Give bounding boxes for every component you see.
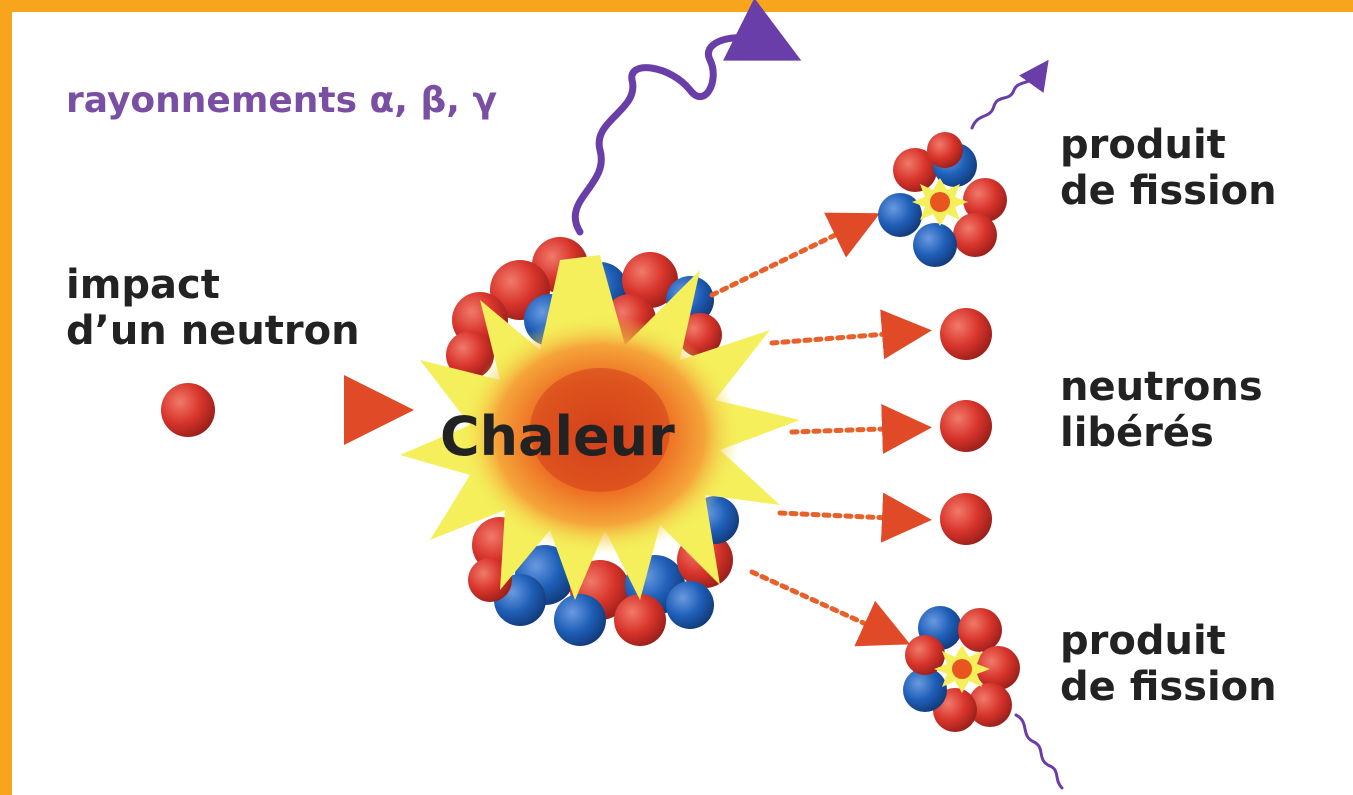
released-neutron-3-icon: [940, 493, 992, 545]
radiation-label: rayonnements α, β, γ: [66, 80, 497, 121]
incoming-neutron-icon: [161, 383, 215, 437]
impact-label-line2: d’un neutron: [66, 308, 360, 354]
arrow-to-fission-top: [709, 212, 880, 298]
released-neutron-2-icon: [940, 400, 992, 452]
heat-label: Chaleur: [440, 405, 675, 468]
fission-product-bottom-line1: produit: [1060, 618, 1226, 664]
released-neutrons-line1: neutrons: [1060, 364, 1263, 410]
fission-product-bottom-icon: [903, 606, 1020, 732]
fission-product-top-icon: [878, 132, 1007, 267]
small-radiation-wave-bottom-icon: [1014, 713, 1064, 790]
impact-label: impact d’un neutron: [66, 262, 360, 354]
fission-product-bottom-line2: de fission: [1060, 664, 1277, 710]
fission-product-top-line1: produit: [1060, 122, 1226, 168]
released-neutron-1-icon: [940, 308, 992, 360]
gamma-ray-wave-icon: [571, 0, 802, 236]
released-neutrons-label: neutrons libérés: [1060, 364, 1263, 456]
arrow-to-neutron-1: [769, 309, 932, 360]
arrow-to-fission-bottom: [749, 569, 911, 647]
fission-product-top-line2: de fission: [1060, 168, 1277, 214]
released-neutrons-line2: libérés: [1060, 410, 1214, 456]
impact-label-line1: impact: [66, 262, 220, 308]
emission-arrows: [709, 212, 932, 647]
fission-product-top-label: produit de fission: [1060, 122, 1277, 214]
fission-product-bottom-label: produit de fission: [1060, 618, 1277, 710]
heat-core-center: [530, 368, 670, 492]
arrow-to-neutron-2: [789, 404, 932, 454]
small-radiation-wave-top-icon: [970, 59, 1049, 130]
arrow-to-neutron-3: [777, 492, 932, 543]
